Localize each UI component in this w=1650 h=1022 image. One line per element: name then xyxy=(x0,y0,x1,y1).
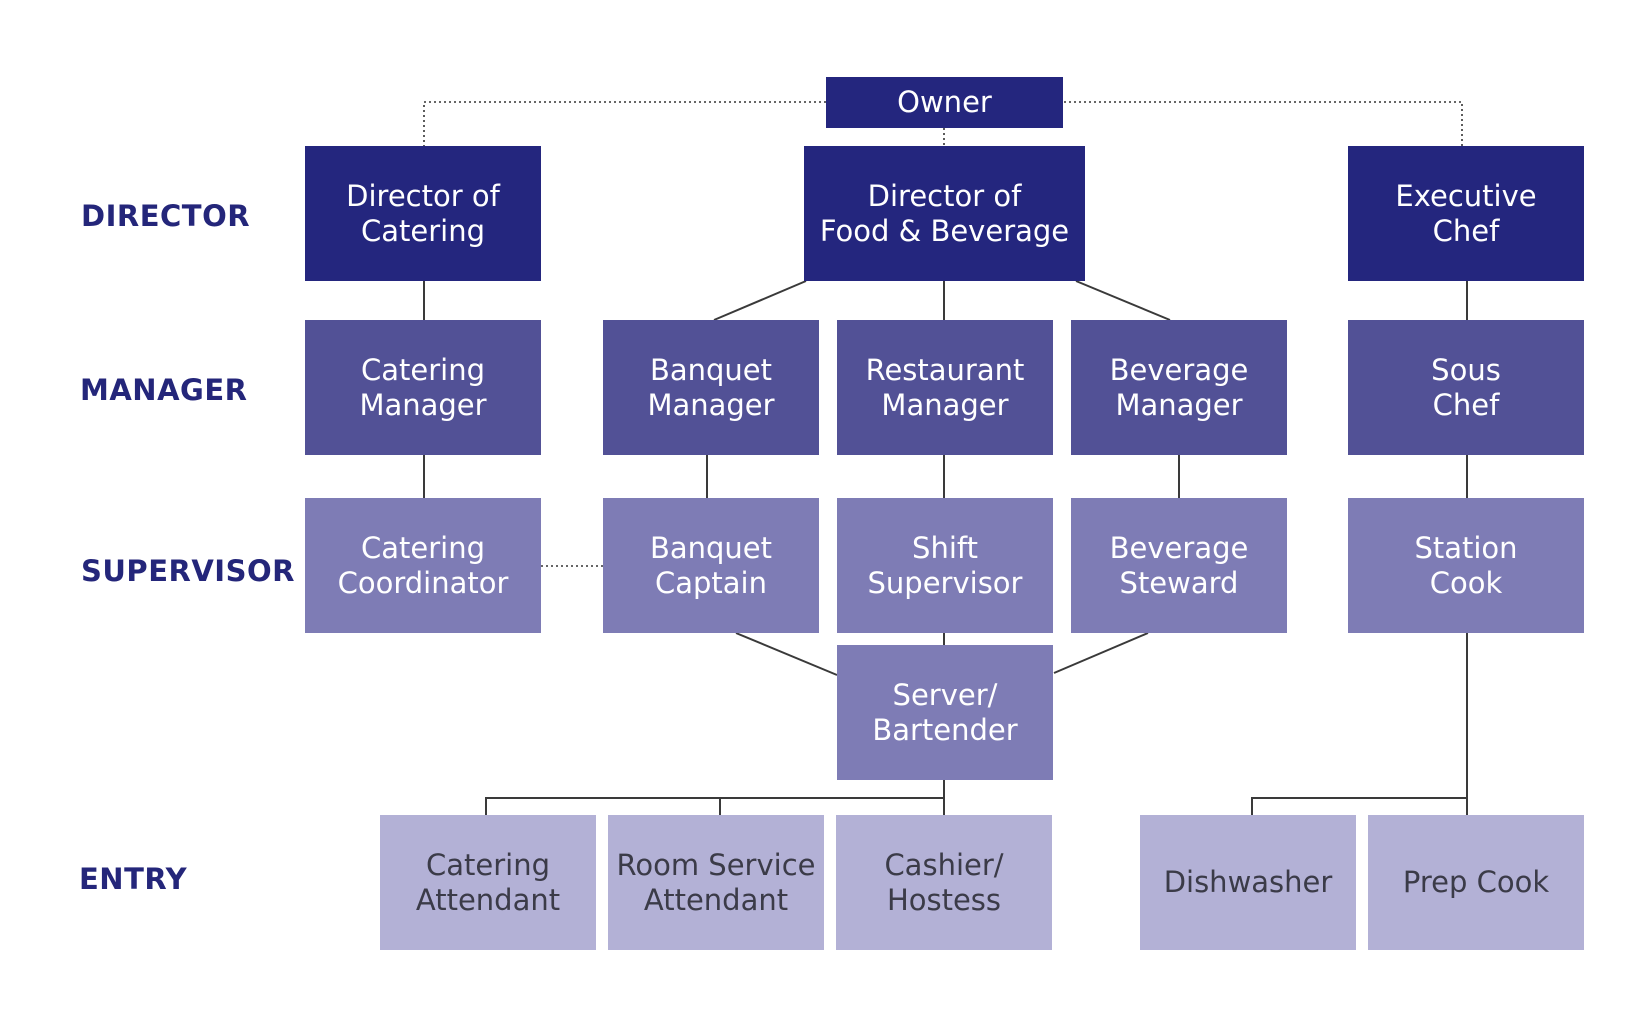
node-restaurant-manager-label: Restaurant Manager xyxy=(865,352,1025,422)
node-beverage-steward-label: Beverage Steward xyxy=(1109,530,1249,600)
node-room-service-attendant: Room Service Attendant xyxy=(608,815,824,950)
node-catering-coordinator: Catering Coordinator xyxy=(305,498,541,633)
node-banquet-captain: Banquet Captain xyxy=(603,498,819,633)
level-label-manager: MANAGER xyxy=(80,373,248,407)
level-label-director: DIRECTOR xyxy=(81,199,251,233)
connector-kitchen-dishwasher xyxy=(1251,797,1467,815)
node-catering-attendant-label: Catering Attendant xyxy=(415,847,561,917)
connector-captain-server xyxy=(735,632,838,676)
node-cashier-hostess-label: Cashier/ Hostess xyxy=(884,847,1004,917)
node-station-cook-label: Station Cook xyxy=(1414,530,1518,600)
node-dishwasher: Dishwasher xyxy=(1140,815,1356,950)
node-room-service-attendant-label: Room Service Attendant xyxy=(616,847,816,917)
connector-server-entry xyxy=(485,780,945,815)
node-restaurant-manager: Restaurant Manager xyxy=(837,320,1053,455)
connector-steward-server xyxy=(1053,632,1149,674)
node-banquet-manager: Banquet Manager xyxy=(603,320,819,455)
node-beverage-steward: Beverage Steward xyxy=(1071,498,1287,633)
node-executive-chef: Executive Chef xyxy=(1348,146,1584,281)
node-executive-chef-label: Executive Chef xyxy=(1395,178,1537,248)
node-banquet-manager-label: Banquet Manager xyxy=(647,352,775,422)
node-owner: Owner xyxy=(826,77,1063,128)
connector-owner-director-catering xyxy=(423,101,826,146)
node-director-of-food-beverage-label: Director of Food & Beverage xyxy=(819,178,1070,248)
node-owner-label: Owner xyxy=(897,85,992,119)
node-director-of-catering-label: Director of Catering xyxy=(346,178,500,248)
node-server-bartender: Server/ Bartender xyxy=(837,645,1053,780)
node-station-cook: Station Cook xyxy=(1348,498,1584,633)
node-beverage-manager-label: Beverage Manager xyxy=(1109,352,1249,422)
connector-fnb-banquet-manager xyxy=(713,280,807,321)
level-label-supervisor: SUPERVISOR xyxy=(81,554,295,588)
node-prep-cook: Prep Cook xyxy=(1368,815,1584,950)
node-banquet-captain-label: Banquet Captain xyxy=(649,530,773,600)
node-catering-manager-label: Catering Manager xyxy=(359,352,487,422)
connector-owner-executive-chef xyxy=(1064,101,1463,146)
node-cashier-hostess: Cashier/ Hostess xyxy=(836,815,1052,950)
node-dishwasher-label: Dishwasher xyxy=(1163,865,1333,899)
node-shift-supervisor-label: Shift Supervisor xyxy=(867,530,1023,600)
node-catering-manager: Catering Manager xyxy=(305,320,541,455)
node-catering-attendant: Catering Attendant xyxy=(380,815,596,950)
node-director-of-food-beverage: Director of Food & Beverage xyxy=(804,146,1085,281)
node-shift-supervisor: Shift Supervisor xyxy=(837,498,1053,633)
node-catering-coordinator-label: Catering Coordinator xyxy=(337,530,509,600)
node-director-of-catering: Director of Catering xyxy=(305,146,541,281)
connector-fnb-beverage-manager xyxy=(1075,280,1171,321)
node-sous-chef: Sous Chef xyxy=(1348,320,1584,455)
node-sous-chef-label: Sous Chef xyxy=(1431,352,1501,422)
level-label-entry: ENTRY xyxy=(79,862,188,896)
node-prep-cook-label: Prep Cook xyxy=(1402,865,1550,899)
node-server-bartender-label: Server/ Bartender xyxy=(872,677,1018,747)
node-beverage-manager: Beverage Manager xyxy=(1071,320,1287,455)
